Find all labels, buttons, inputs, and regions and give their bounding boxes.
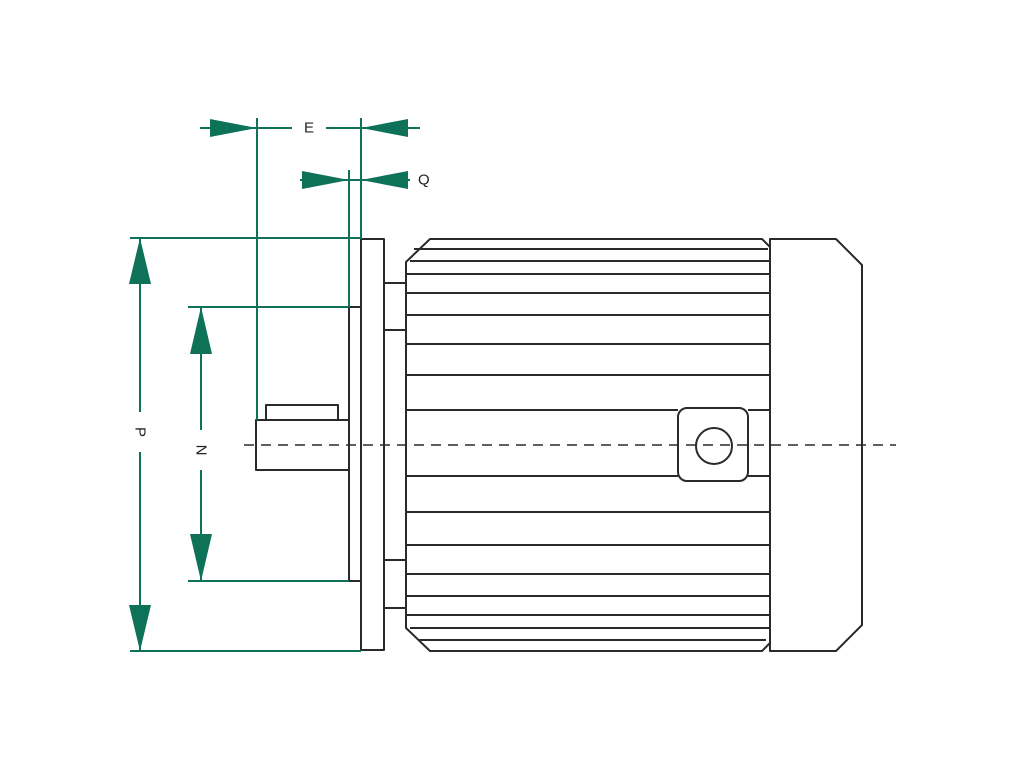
shaft-key xyxy=(265,404,339,421)
arrow-n-bottom xyxy=(190,534,212,581)
label-e: E xyxy=(304,120,314,137)
cooling-fins xyxy=(406,248,770,641)
arrow-p-bottom xyxy=(129,605,151,651)
dimension-e: E xyxy=(200,119,420,137)
dimension-q: Q xyxy=(300,171,430,189)
extension-lines xyxy=(130,118,362,652)
arrow-e-right xyxy=(361,119,408,137)
collar-top xyxy=(383,282,407,331)
fan-cover xyxy=(769,238,863,652)
arrow-q-right xyxy=(361,171,408,189)
flange-spigot xyxy=(348,306,362,582)
collar-bottom xyxy=(383,559,407,609)
dimension-p: P xyxy=(129,238,151,651)
label-p: P xyxy=(132,427,149,437)
dimension-n: N xyxy=(190,307,212,581)
arrow-p-top xyxy=(129,238,151,284)
arrow-q-left xyxy=(302,171,349,189)
arrow-n-top xyxy=(190,307,212,354)
label-n: N xyxy=(193,445,210,456)
dimensions: E Q P N xyxy=(129,118,430,652)
label-q: Q xyxy=(418,172,430,189)
motor-body xyxy=(405,238,771,652)
terminal-gland xyxy=(695,427,733,465)
arrow-e-left xyxy=(210,119,257,137)
